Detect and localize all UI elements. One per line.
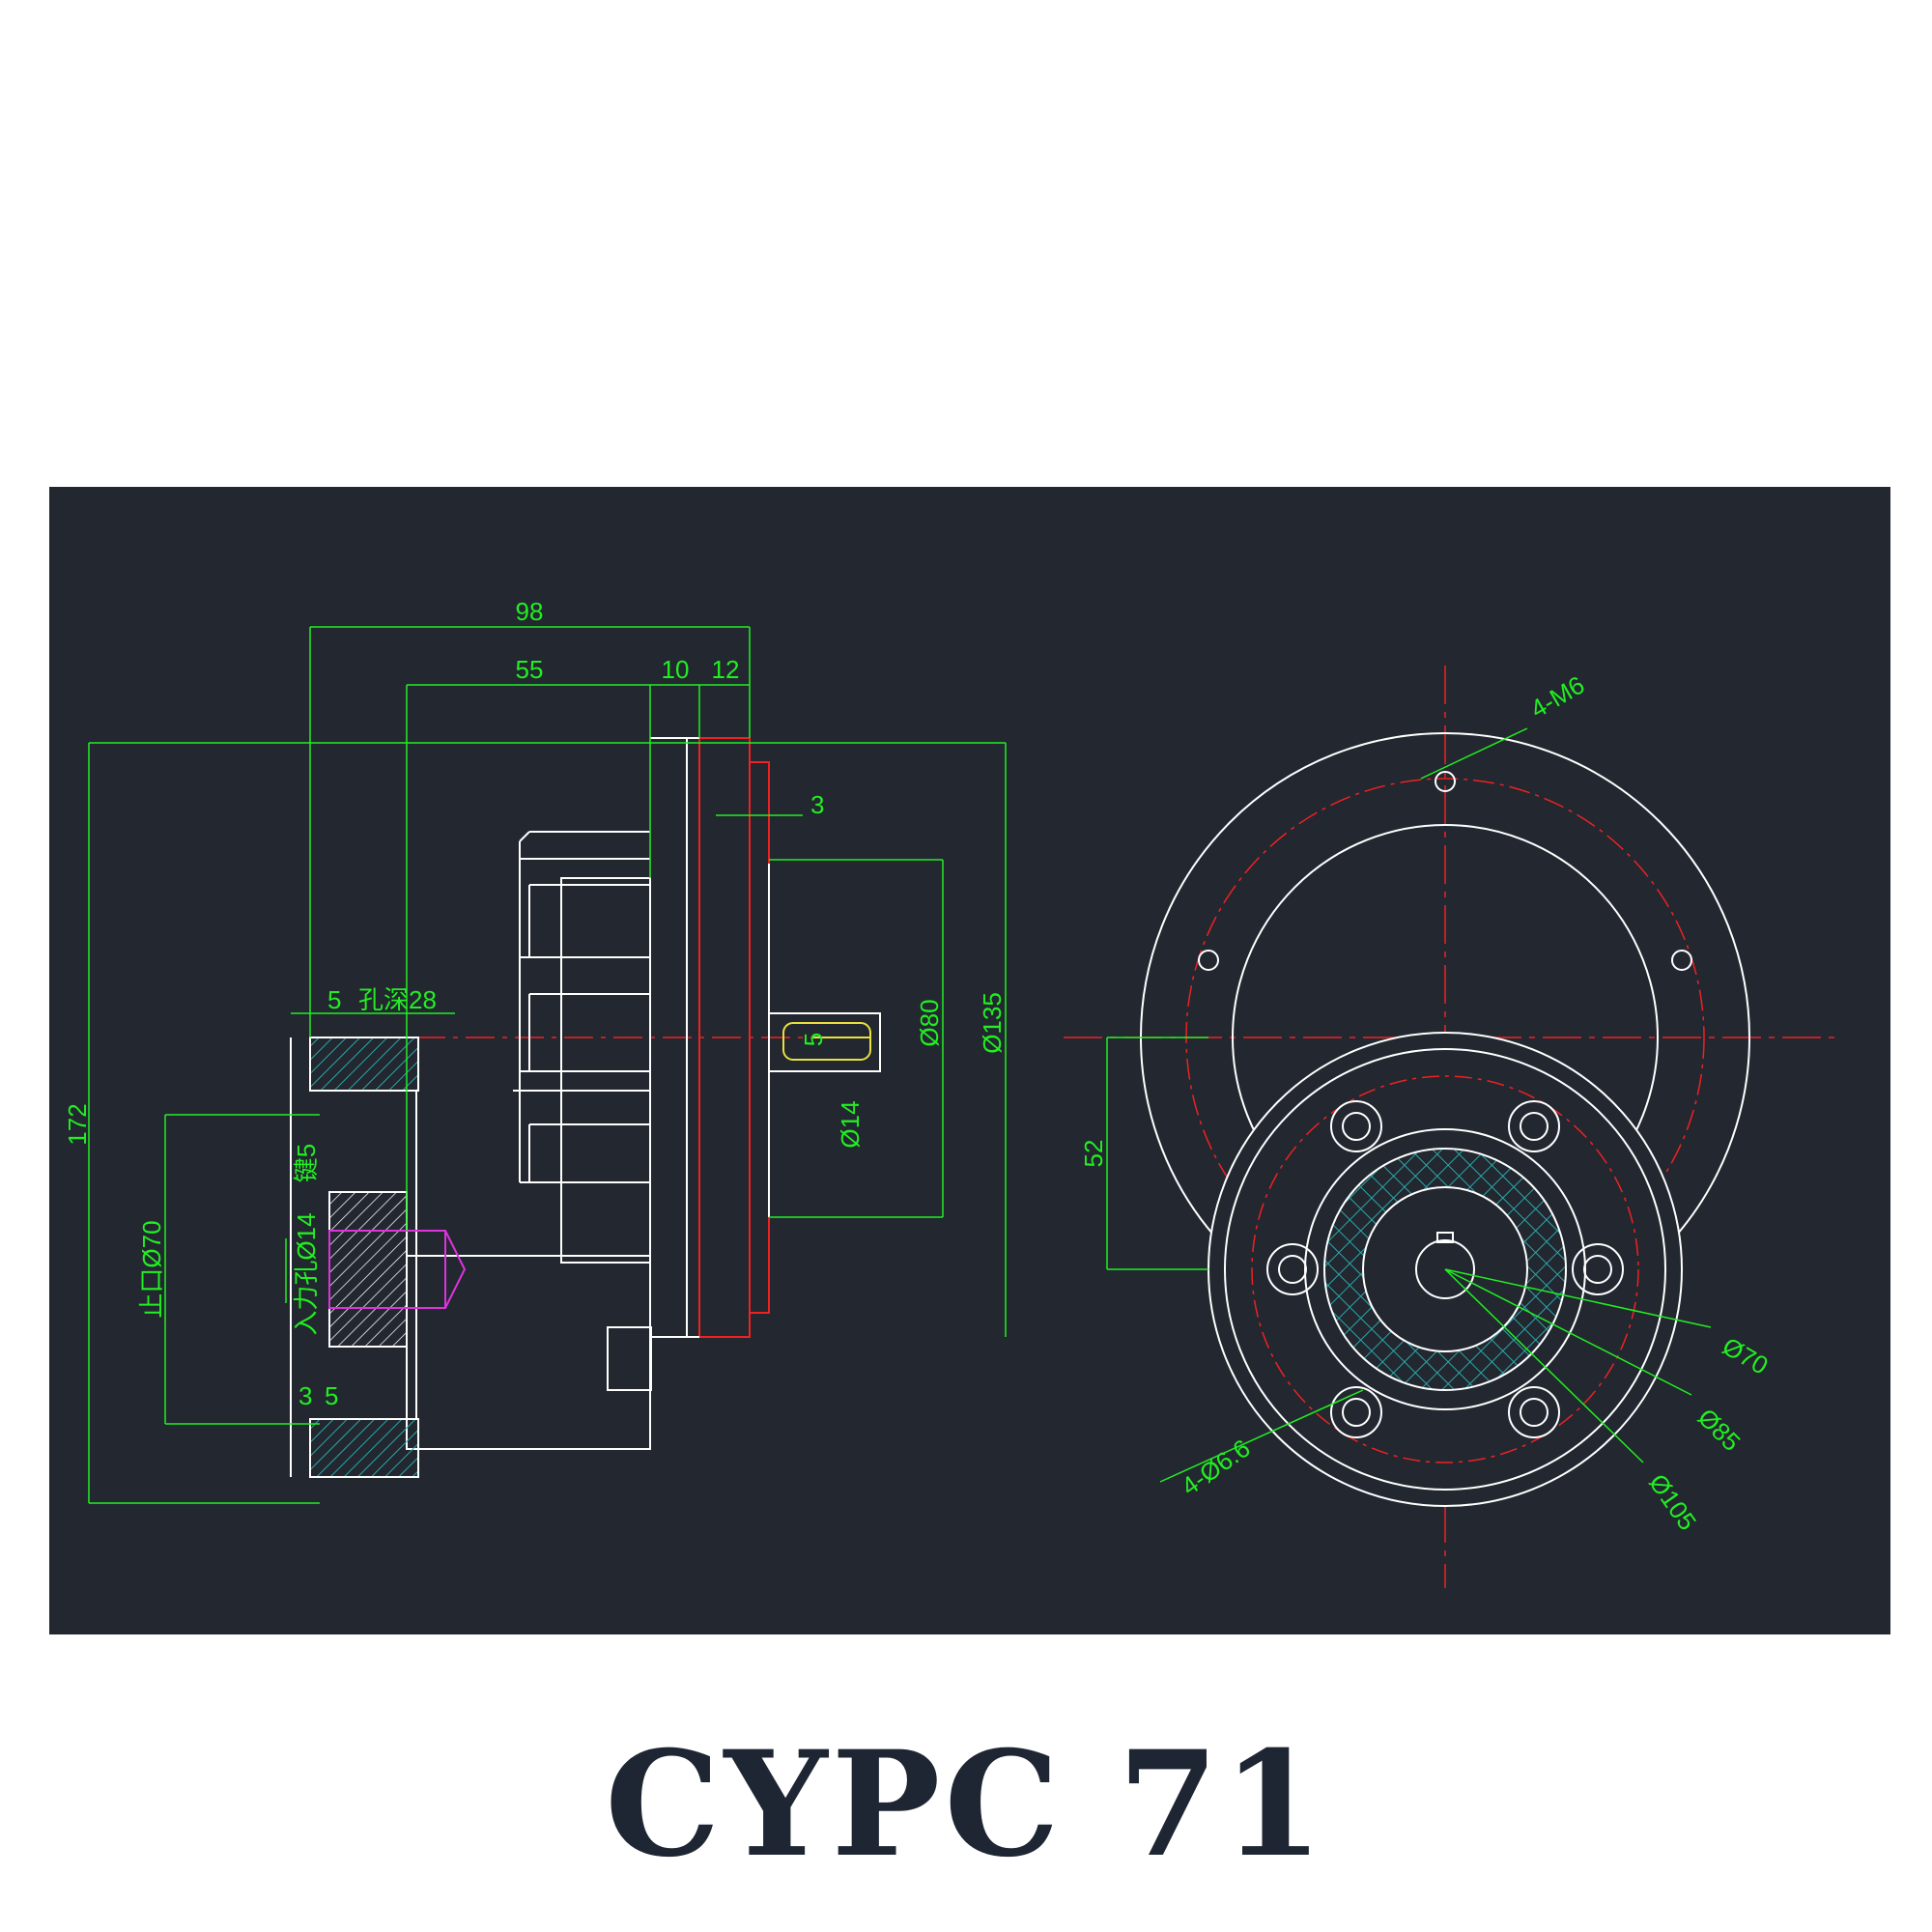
input-flange-lower [309,1418,419,1478]
end-view-dimensions [1106,727,1712,1483]
dim-small-5: 5 [325,1381,338,1410]
dim-input-bore: 入力孔Ø14 [292,1212,321,1335]
dim-10: 10 [662,655,690,684]
side-view-dim-labels: 98 55 10 12 3 5 孔深28 172 Ø135 Ø80 Ø14 5 … [63,597,1007,1410]
dim-3: 3 [810,790,824,819]
side-view [290,737,881,1478]
key-slot [782,1022,871,1061]
lower-boss [607,1326,652,1391]
dim-pilot: Ø80 [915,999,944,1046]
dim-hole-depth: 孔深28 [358,985,437,1014]
input-bore [328,1230,446,1309]
dim-12: 12 [712,655,740,684]
dim-shaft: Ø14 [836,1100,865,1148]
dim-172: 172 [63,1103,92,1145]
output-shaft [768,1012,881,1072]
dim-98: 98 [516,597,544,626]
dim-small-3: 3 [298,1381,312,1410]
dim-input-key: 键5 [292,1144,321,1182]
dim-55: 55 [516,655,544,684]
dim-5: 5 [327,985,341,1014]
side-view-dimensions [88,626,1007,1504]
housing-fins [519,831,650,1183]
cad-drawing-panel: 98 55 10 12 3 5 孔深28 172 Ø135 Ø80 Ø14 5 … [49,487,1890,1634]
dim-spigot: 止口Ø70 [137,1220,166,1318]
input-sleeve [328,1191,408,1348]
dim-key-width: 5 [799,1033,828,1046]
dim-center-offset: 52 [1079,1140,1108,1168]
input-flange-upper [309,1037,419,1092]
product-title: CYPC 71 [605,1719,1327,1889]
dim-bolt-circle: Ø135 [978,992,1007,1054]
